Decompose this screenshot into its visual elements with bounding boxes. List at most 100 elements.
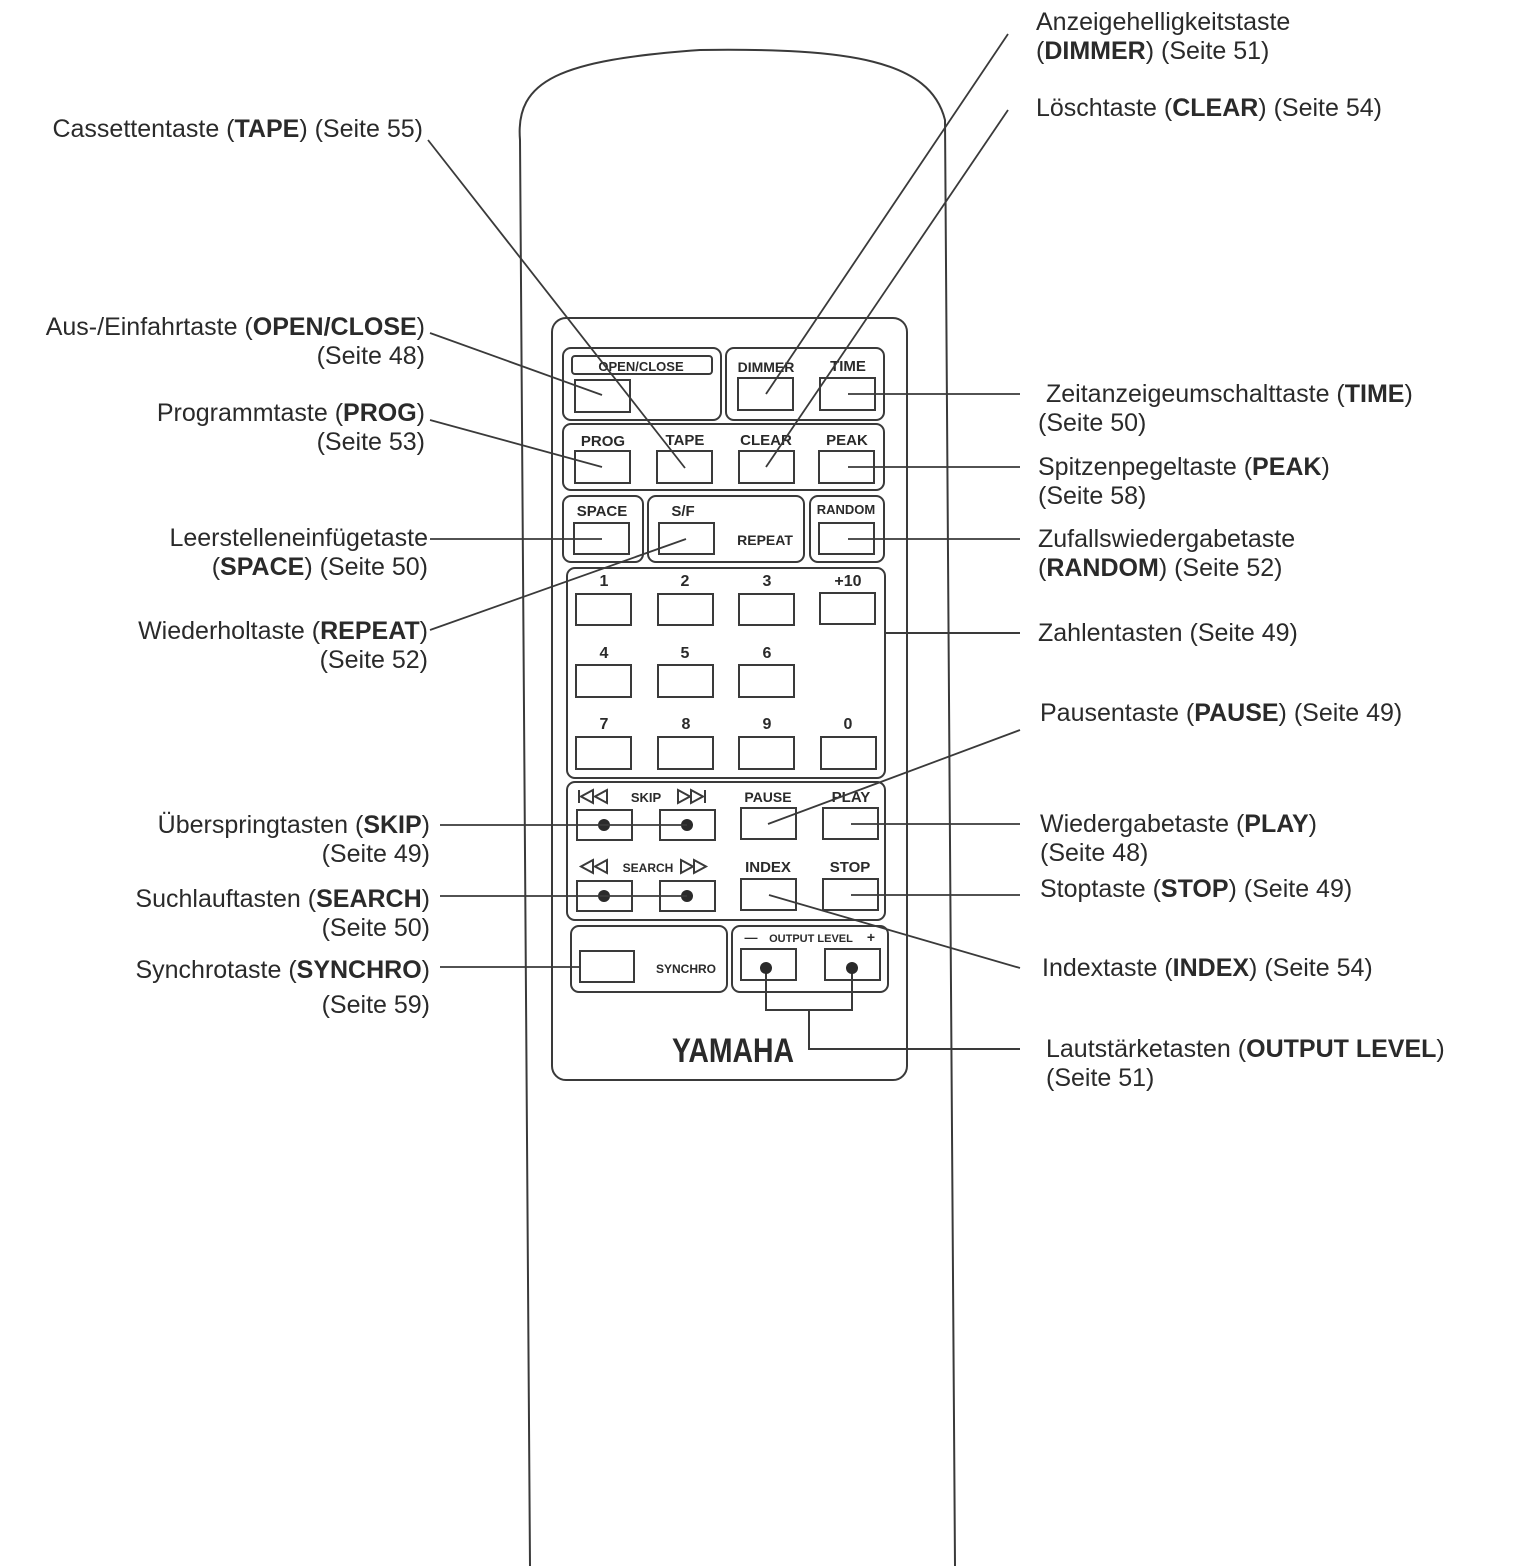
callout-tape: Cassettentaste (TAPE) (Seite 55) [52, 115, 423, 143]
group-synchro [570, 925, 728, 993]
yamaha-logo: YAMAHA [672, 1032, 794, 1070]
time-text: TIME [830, 358, 866, 375]
callout-repeat: Wiederholtaste (REPEAT) (Seite 52) [138, 617, 428, 674]
leader-dimmer [765, 33, 1009, 395]
output-plus-dot [846, 962, 858, 974]
label-9: 9 [763, 716, 772, 733]
callout-play: Wiedergabetaste (PLAY) (Seite 48) [1040, 810, 1317, 867]
label-3: 3 [763, 573, 772, 590]
callout-prog: Programmtaste (PROG) (Seite 53) [156, 399, 425, 456]
callout-peak: Spitzenpegeltaste (PEAK) (Seite 58) [1038, 453, 1330, 510]
remote-body [518, 48, 956, 1566]
label-6: 6 [763, 645, 772, 662]
number-3-button[interactable] [738, 593, 795, 626]
repeat-text: REPEAT [737, 532, 793, 548]
number-9-button[interactable] [738, 736, 795, 770]
callout-numbers: Zahlentasten (Seite 49) [1038, 619, 1298, 647]
label-1: 1 [600, 573, 609, 590]
label-7: 7 [600, 716, 609, 733]
tape-text: TAPE [666, 432, 705, 449]
dimmer-text: DIMMER [738, 359, 795, 375]
callout-output-level: Lautstärketasten (OUTPUT LEVEL) (Seite 5… [1046, 1035, 1445, 1092]
group-output-level [731, 925, 889, 993]
number-2-button[interactable] [657, 593, 714, 626]
callout-time: Zeitanzeigeumschalttaste (TIME) (Seite 5… [1038, 380, 1413, 437]
number-0-button[interactable] [820, 736, 877, 770]
output-level-bracket-stem [808, 1010, 1020, 1050]
plus10-button[interactable] [819, 592, 876, 625]
random-text: RANDOM [817, 502, 876, 517]
synchro-button[interactable] [579, 950, 635, 983]
output-minus-button[interactable] [740, 948, 797, 981]
stop-text: STOP [830, 859, 871, 876]
output-minus-dot [760, 962, 772, 974]
group-sf-repeat [647, 495, 805, 563]
callout-index: Indextaste (INDEX) (Seite 54) [1042, 954, 1373, 982]
output-level-bracket [765, 968, 853, 1011]
dimmer-button[interactable] [737, 377, 794, 411]
prog-button[interactable] [574, 450, 631, 484]
leader-pause [767, 729, 1021, 825]
peak-text: PEAK [826, 432, 868, 449]
label-4: 4 [600, 645, 609, 662]
callout-random: Zufallswiedergabetaste (RANDOM) (Seite 5… [1038, 525, 1296, 582]
label-8: 8 [682, 716, 691, 733]
label-0: 0 [844, 716, 853, 733]
clear-button[interactable] [738, 450, 795, 484]
search-text: SEARCH [623, 861, 674, 875]
open-close-label-frame [571, 355, 713, 375]
open-close-text: OPEN/CLOSE [598, 359, 684, 374]
callout-space: Leerstelleneinfügetaste (SPACE) (Seite 5… [169, 524, 428, 581]
callout-open-close: Aus-/Einfahrtaste (OPEN/CLOSE) (Seite 48… [45, 313, 425, 370]
number-7-button[interactable] [575, 736, 632, 770]
skip-forward-glyph [677, 788, 706, 805]
sf-button[interactable] [658, 522, 715, 555]
number-4-button[interactable] [575, 664, 632, 698]
number-8-button[interactable] [657, 736, 714, 770]
group-open-close [562, 347, 722, 421]
synchro-text: SYNCHRO [656, 962, 716, 976]
output-minus-text: — [745, 930, 758, 945]
search-forward-glyph [680, 858, 709, 875]
pause-button[interactable] [740, 807, 797, 840]
search-back-glyph [578, 858, 608, 875]
output-level-text: OUTPUT LEVEL [769, 933, 853, 945]
leader-index [768, 894, 1021, 969]
group-random [809, 495, 885, 563]
callout-pause: Pausentaste (PAUSE) (Seite 49) [1040, 699, 1403, 727]
leader-open-close [429, 332, 603, 396]
pause-text: PAUSE [744, 789, 791, 805]
space-text: SPACE [577, 503, 628, 520]
face-plate [551, 317, 908, 1081]
play-text: PLAY [832, 789, 871, 806]
index-text: INDEX [745, 859, 791, 876]
leader-repeat [429, 538, 687, 631]
label-5: 5 [681, 645, 690, 662]
leader-prog [429, 419, 603, 468]
callout-skip: Überspringtasten (SKIP) (Seite 49) [157, 811, 430, 868]
open-close-button[interactable] [574, 379, 631, 413]
callout-search: Suchlauftasten (SEARCH) (Seite 50) [135, 885, 430, 942]
leader-tape [427, 139, 686, 469]
group-space [562, 495, 644, 563]
number-5-button[interactable] [657, 664, 714, 698]
skip-text: SKIP [631, 790, 662, 805]
callout-stop: Stoptaste (STOP) (Seite 49) [1040, 875, 1353, 903]
clear-text: CLEAR [740, 432, 792, 449]
number-1-button[interactable] [575, 593, 632, 626]
label-2: 2 [681, 573, 690, 590]
leader-clear [765, 109, 1009, 468]
number-6-button[interactable] [738, 664, 795, 698]
label-plus10: +10 [834, 573, 861, 590]
skip-back-glyph [578, 788, 608, 805]
callout-dimmer: Anzeigehelligkeitstaste (DIMMER) (Seite … [1036, 8, 1291, 65]
sf-text: S/F [671, 503, 694, 520]
index-button[interactable] [740, 878, 797, 911]
group-transport [566, 781, 886, 921]
callout-clear: Löschtaste (CLEAR) (Seite 54) [1036, 94, 1382, 122]
output-plus-text: + [867, 929, 875, 945]
tape-button[interactable] [656, 450, 713, 484]
group-numbers [566, 567, 886, 779]
